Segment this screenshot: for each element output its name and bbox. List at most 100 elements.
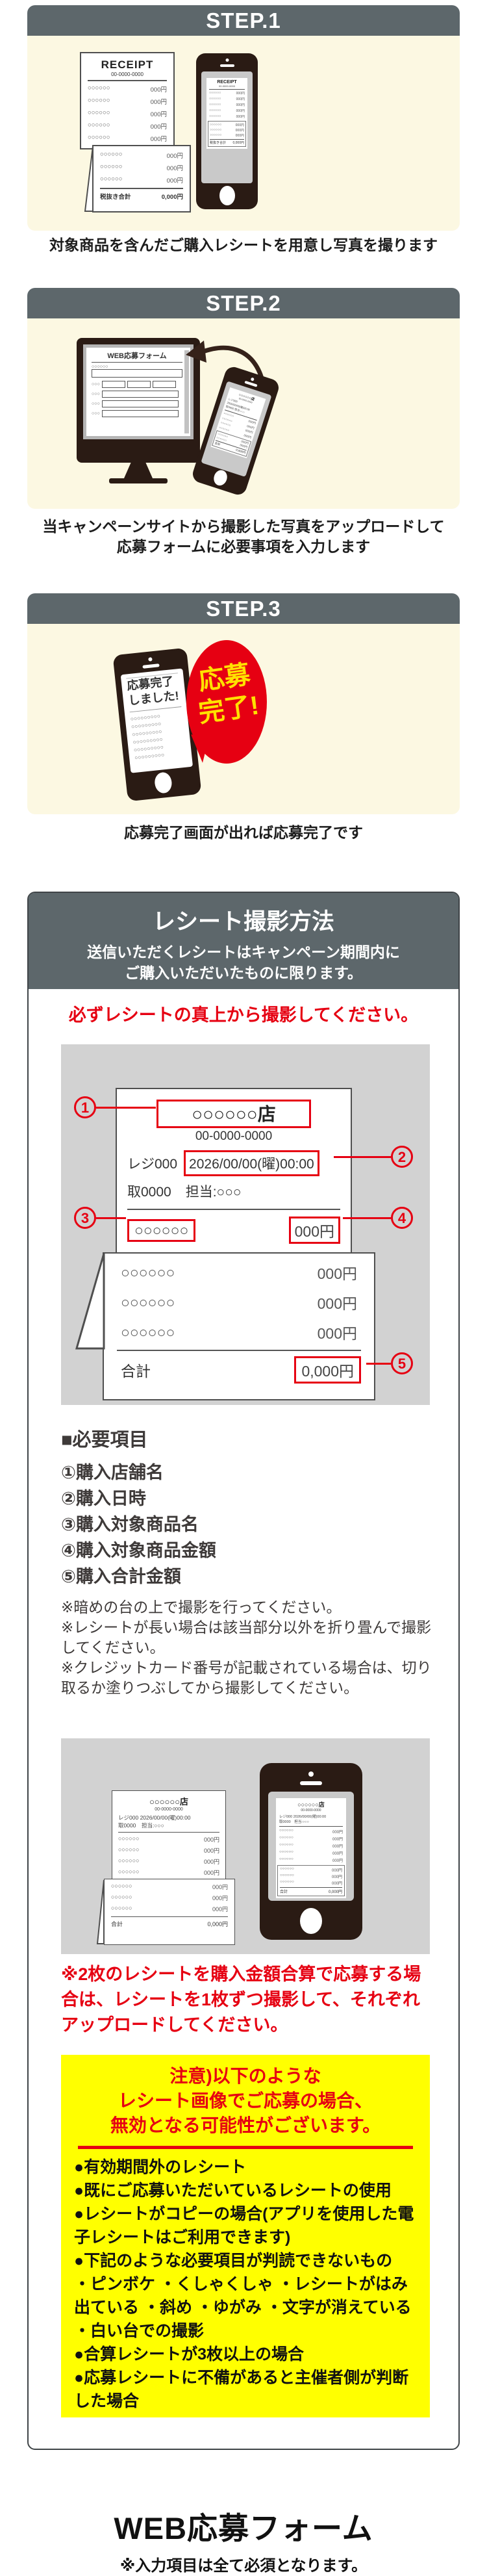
- web-form-title: WEB応募フォーム: [114, 2511, 373, 2545]
- caution-box: 注意)以下のような レシート画像でご応募の場合、 無効となる可能性がございます。…: [61, 2055, 430, 2417]
- required-items-list: ①購入店舗名 ②購入日時 ③購入対象商品名 ④購入対象商品金額 ⑤購入合計金額: [61, 1460, 216, 1590]
- phone-home-button: [153, 771, 173, 794]
- shoot-warning: 必ずレシートの真上から撮影してください。: [68, 1005, 419, 1025]
- receipt-title: RECEIPT: [101, 58, 154, 71]
- step3-body: 応募完了 しました! ○○○○○○○○○ ○○○○○○○○○ ○○○○○○○○○…: [27, 624, 460, 814]
- phone-camera-icon: [250, 377, 255, 381]
- phone-speaker-icon: [244, 380, 258, 387]
- caution-item: ・ピンボケ ・くしゃくしゃ ・レシートがはみ出ている ・斜め ・ゆがみ ・文字が…: [74, 2275, 412, 2340]
- annotation-4: 4: [391, 1207, 413, 1229]
- item-name-highlight: ○○○○○○: [127, 1218, 196, 1242]
- required-item: ③購入対象商品名: [61, 1515, 199, 1534]
- phone-camera-icon: [225, 58, 229, 62]
- annotation-5: 5: [391, 1352, 413, 1374]
- form-input: [101, 400, 179, 407]
- two-receipt-note: ※2枚のレシートを購入金額合算で応募する場合は、レシートを1枚ずつ撮影して、それ…: [61, 1964, 421, 2035]
- receipt-fold: [84, 146, 94, 212]
- note: ※暗めの台の上で撮影を行ってください。: [61, 1599, 342, 1616]
- shooting-method-section: レシート撮影方法 送信いただくレシートはキャンペーン期間内に ご購入いただいたも…: [27, 892, 460, 2450]
- receipt-fold: [96, 1879, 105, 1944]
- receipt-diagram: ○○○○○○店 00-0000-0000 レジ000 2026/00/00(曜)…: [61, 1044, 430, 1405]
- step1-card: STEP.1 RECEIPT 00-0000-0000 ○○○○○○000円 ○…: [27, 5, 460, 231]
- phone-camera-icon: [308, 1771, 314, 1777]
- caution-item: ●下記のような必要項目が判読できないもの: [74, 2252, 393, 2270]
- receipt-subtotal-label: 税抜き合計: [100, 194, 131, 201]
- receipt-illustration: RECEIPT 00-0000-0000 ○○○○○○000円 ○○○○○○00…: [80, 52, 175, 149]
- receipt-phone: 00-0000-0000: [111, 71, 144, 77]
- receipt-subtotal-value: 0,000円: [161, 194, 183, 201]
- note: ※レシートが長い場合は該当部分以外を折り畳んで撮影してください。: [61, 1619, 432, 1656]
- phone-camera-icon: [148, 657, 153, 662]
- form-input: [101, 410, 179, 417]
- shooting-method-header: レシート撮影方法 送信いただくレシートはキャンペーン期間内に ご購入いただいたも…: [29, 893, 458, 989]
- monitor-screen: WEB応募フォーム ○○○○○○ ○○○ ○○○ ○○○: [86, 348, 190, 436]
- form-input: [127, 381, 151, 388]
- required-item: ④購入対象商品金額: [61, 1541, 216, 1560]
- phone-home-button: [212, 468, 229, 487]
- annotation-line: [96, 1217, 126, 1219]
- annotation-line: [334, 1156, 391, 1158]
- total-amount-highlight: 0,000円: [294, 1356, 361, 1384]
- monitor-illustration: WEB応募フォーム ○○○○○○ ○○○ ○○○ ○○○: [77, 338, 200, 463]
- required-items-title: ■必要項目: [61, 1430, 148, 1450]
- step3-header: STEP.3: [27, 593, 460, 624]
- item-price-highlight: 000円: [288, 1217, 340, 1244]
- diagram-receipt-overlay: ○○○○○○000円 ○○○○○○000円 ○○○○○○000円 合計 0,00…: [75, 1252, 375, 1400]
- phone-receipt-photo: ○○○○○○店 00-0000-0000 レジ000 2026/00/00(曜)…: [210, 387, 266, 458]
- datetime-highlight: 2026/00/00(曜)00:00: [184, 1150, 319, 1176]
- caution-divider: [78, 2146, 413, 2149]
- bubble-tail: [184, 734, 209, 763]
- store-name-highlight: ○○○○○○店: [156, 1100, 311, 1128]
- form-input: [101, 381, 125, 388]
- phone-home-button: [300, 1908, 322, 1934]
- section-title: レシート撮影方法: [152, 909, 334, 934]
- form-input: [92, 369, 182, 378]
- note: ※クレジットカード番号が記載されている場合は、切り取るか塗りつぶしてから撮影して…: [61, 1659, 432, 1696]
- annotation-1: 1: [74, 1096, 96, 1118]
- step1-header: STEP.1: [27, 5, 460, 36]
- required-item: ①購入店舗名: [61, 1463, 164, 1482]
- scrollbar: [184, 350, 189, 433]
- smartphone-illustration: RECEIPT 00-0000-0000 ○○○○○○000円 ○○○○○○00…: [196, 53, 258, 209]
- phone-receipt-photo: ○○○○○○店 00-0000-0000 レジ000 2026/00/00(曜)…: [276, 1798, 346, 1898]
- phone-screen: ○○○○○○店 00-0000-0000 レジ000 2026/00/00(曜)…: [268, 1792, 354, 1901]
- step3-caption: 応募完了画面が出れば応募完了です: [124, 824, 363, 841]
- phone-speaker-icon: [300, 1781, 322, 1785]
- caution-item: ●レシートがコピーの場合(アプリを使用した電子レシートはご利用できます): [74, 2205, 414, 2247]
- caution-item: ●応募レシートに不備があると主催者側が判断した場合: [74, 2369, 409, 2410]
- caution-item: ●既にご応募いただいているレシートの使用: [74, 2182, 392, 2200]
- annotation-3: 3: [74, 1207, 96, 1229]
- step2-header: STEP.2: [27, 288, 460, 318]
- caution-item: ●合算レシートが3枚以上の場合: [74, 2345, 305, 2363]
- receipt-fold: [75, 1253, 105, 1350]
- step1-body: RECEIPT 00-0000-0000 ○○○○○○000円 ○○○○○○00…: [27, 36, 460, 231]
- required-item: ⑤購入合計金額: [61, 1567, 181, 1586]
- monitor-base: [109, 478, 168, 483]
- webform-title-mini: WEB応募フォーム: [92, 350, 182, 363]
- annotation-line: [343, 1217, 391, 1219]
- step2-caption: 当キャンペーンサイトから撮影した写真をアップロードして 応募フォームに必要事項を…: [42, 518, 445, 555]
- phone-screen: ○○○○○○店 00-0000-0000 レジ000 2026/00/00(曜)…: [201, 381, 272, 478]
- receipt-item: ○○○○○○: [88, 84, 110, 92]
- form-input: [101, 391, 179, 398]
- shooting-notes: ※暗めの台の上で撮影を行ってください。 ※レシートが長い場合は該当部分以外を折り…: [61, 1597, 432, 1698]
- phone-speaker-icon: [142, 663, 160, 669]
- step3-card: STEP.3 応募完了 しました! ○○○○○○○○○ ○○○○○○○○○ ○○…: [27, 593, 460, 814]
- step2-card: STEP.2 WEB応募フォーム ○○○○○○ ○○○ ○○○: [27, 288, 460, 509]
- phone-screen: 応募完了 しました! ○○○○○○○○○ ○○○○○○○○○ ○○○○○○○○○…: [120, 668, 194, 773]
- annotation-2: 2: [391, 1146, 413, 1168]
- caution-title: 注意)以下のような: [169, 2066, 321, 2086]
- phone-receipt-photo: RECEIPT 00-0000-0000 ○○○○○○000円 ○○○○○○00…: [206, 78, 247, 149]
- required-item: ②購入日時: [61, 1489, 146, 1508]
- caution-item: ●有効期間外のレシート: [74, 2158, 247, 2176]
- complete-bubble: 応募 完了!: [184, 640, 267, 764]
- phone-home-button: [219, 186, 235, 205]
- annotation-line: [96, 1107, 156, 1109]
- step1-caption: 対象商品を含んだご購入レシートを用意し写真を撮ります: [49, 237, 438, 253]
- web-form-note: ※入力項目は全て必須となります。: [119, 2557, 368, 2575]
- example-photo-box: ○○○○○○店 00-0000-0000 レジ000 2026/00/00(曜)…: [61, 1738, 430, 1954]
- step2-body: WEB応募フォーム ○○○○○○ ○○○ ○○○ ○○○: [27, 318, 460, 509]
- example-phone: ○○○○○○店 00-0000-0000 レジ000 2026/00/00(曜)…: [260, 1763, 362, 1940]
